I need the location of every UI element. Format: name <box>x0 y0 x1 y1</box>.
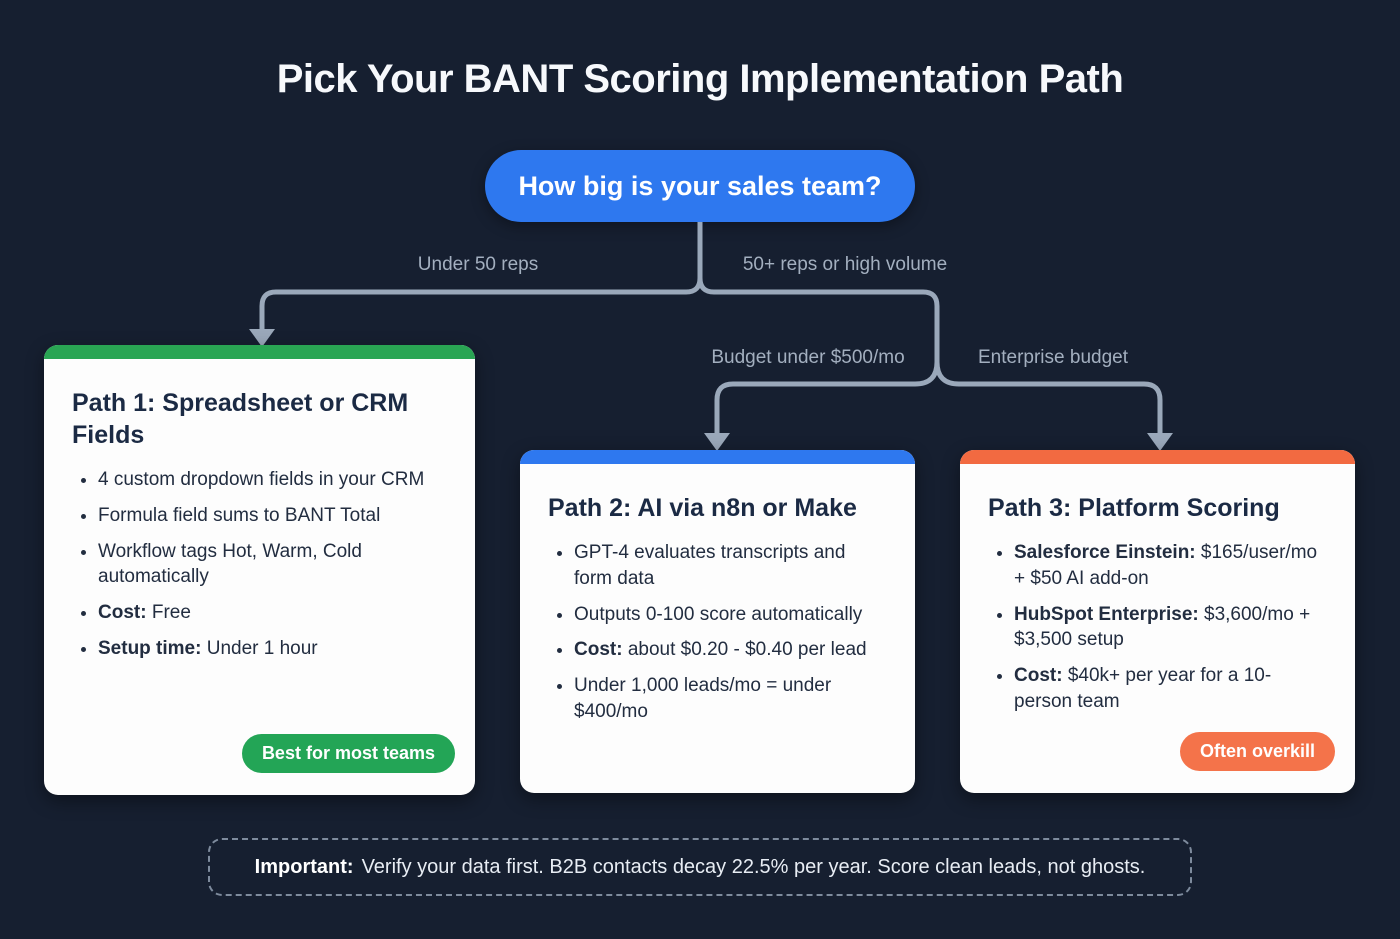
card-accent-bar <box>960 450 1355 464</box>
card-bullet-list: GPT-4 evaluates transcripts and form dat… <box>548 540 887 725</box>
card-body: Path 2: AI via n8n or Make GPT-4 evaluat… <box>520 464 915 725</box>
branch-label-budget: Budget under $500/mo <box>711 347 905 368</box>
decision-pill: How big is your sales team? <box>485 150 915 222</box>
bullet-item: Formula field sums to BANT Total <box>98 503 447 529</box>
card-accent-bar <box>44 345 475 359</box>
important-note-text: Verify your data first. B2B contacts dec… <box>361 855 1146 878</box>
card-title: Path 1: Spreadsheet or CRM Fields <box>72 389 409 449</box>
important-note-label: Important: <box>254 855 354 878</box>
connector-sub-left-branch <box>714 361 940 435</box>
card-title: Path 3: Platform Scoring <box>988 494 1280 522</box>
path2-card: Path 2: AI via n8n or Make GPT-4 evaluat… <box>520 450 915 793</box>
card-bullet-list: Salesforce Einstein: $165/user/mo + $50 … <box>988 540 1327 715</box>
card-bullet-list: 4 custom dropdown fields in your CRM Form… <box>72 467 447 662</box>
connector-sub-right-branch <box>934 361 1163 435</box>
card-title: Path 2: AI via n8n or Make <box>548 494 857 522</box>
branch-label-50-plus: 50+ reps or high volume <box>742 254 948 275</box>
bullet-item: Cost: $40k+ per year for a 10-person tea… <box>1014 663 1327 715</box>
branch-label-under-50: Under 50 reps <box>417 254 539 275</box>
important-note: Important: Verify your data first. B2B c… <box>208 838 1192 896</box>
path3-card: Path 3: Platform Scoring Salesforce Eins… <box>960 450 1355 793</box>
bullet-item: HubSpot Enterprise: $3,600/mo + $3,500 s… <box>1014 602 1327 654</box>
path1-card: Path 1: Spreadsheet or CRM Fields 4 cust… <box>44 345 475 795</box>
card-body: Path 1: Spreadsheet or CRM Fields 4 cust… <box>44 359 475 662</box>
bullet-item: Outputs 0-100 score automatically <box>574 602 887 628</box>
decision-question: How big is your sales team? <box>518 170 882 201</box>
bullet-item: Under 1,000 leads/mo = under $400/mo <box>574 673 887 725</box>
bullet-item: Workflow tags Hot, Warm, Cold automatica… <box>98 539 447 591</box>
card-accent-bar <box>520 450 915 464</box>
branch-label-enterprise: Enterprise budget <box>978 347 1128 368</box>
bullet-item: Setup time: Under 1 hour <box>98 636 447 662</box>
card-badge: Often overkill <box>1179 732 1335 771</box>
connector-left-branch <box>259 222 703 331</box>
connector-right-branch <box>697 277 940 362</box>
arrowhead-path3 <box>1147 433 1173 451</box>
page-title: Pick Your BANT Scoring Implementation Pa… <box>276 57 1124 101</box>
bullet-item: 4 custom dropdown fields in your CRM <box>98 467 447 493</box>
card-body: Path 3: Platform Scoring Salesforce Eins… <box>960 464 1355 715</box>
arrowhead-path1 <box>249 329 275 347</box>
bullet-item: Salesforce Einstein: $165/user/mo + $50 … <box>1014 540 1327 592</box>
card-badge: Best for most teams <box>241 734 455 773</box>
bullet-item: Cost: Free <box>98 600 447 626</box>
bullet-item: Cost: about $0.20 - $0.40 per lead <box>574 637 887 663</box>
arrowhead-path2 <box>704 433 730 451</box>
bullet-item: GPT-4 evaluates transcripts and form dat… <box>574 540 887 592</box>
